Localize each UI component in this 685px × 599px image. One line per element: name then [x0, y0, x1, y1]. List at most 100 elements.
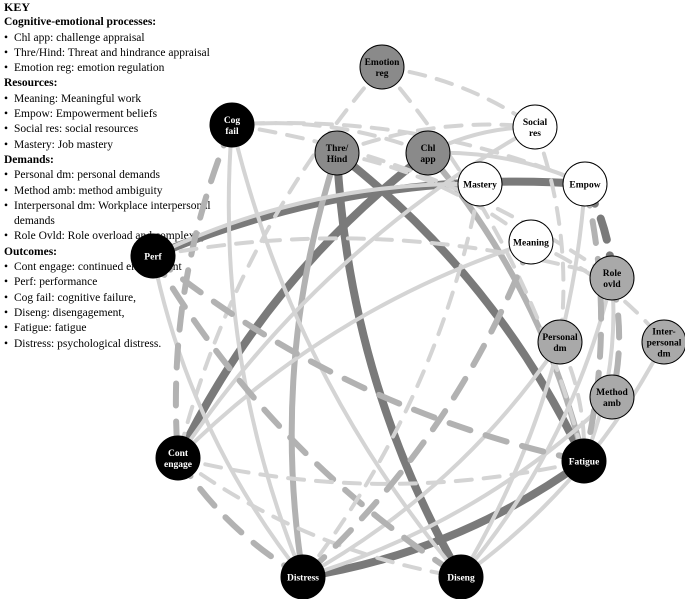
edge-cog-fail-cont-engage — [172, 122, 235, 461]
edge-distress-method-amb — [301, 395, 614, 579]
node-label: fail — [225, 127, 239, 137]
key-section-list: Chl app: challenge appraisalThre/Hind: T… — [4, 31, 254, 77]
edge-thre-hind-meaning — [335, 151, 533, 244]
key-section-heading: Cognitive-emotional processes: — [4, 16, 157, 29]
edge-empow-fatigue — [581, 181, 605, 464]
node-label: app — [420, 155, 435, 165]
edges-layer — [149, 65, 666, 581]
node-thre-hind: Thre/Hind — [314, 130, 360, 176]
node-label: Inter- — [652, 328, 675, 338]
node-label: dm — [657, 350, 670, 360]
key-item: Chl app: challenge appraisal — [4, 31, 254, 47]
edge-empow-diseng — [459, 182, 587, 579]
key-item: Interpersonal dm: Workplace interpersona… — [4, 199, 254, 230]
edge-emotion-reg-cont-engage — [176, 65, 384, 460]
node-label: Distress — [287, 574, 319, 584]
key-item: Personal dm: personal demands — [4, 168, 254, 184]
node-circle — [405, 130, 451, 176]
node-circle — [589, 374, 635, 420]
node-label: Meaning — [513, 239, 549, 249]
edge-perf-empow — [149, 177, 589, 260]
node-label: Diseng — [447, 574, 475, 584]
node-circle — [561, 438, 607, 484]
node-circle — [155, 435, 201, 481]
key-section-list: Cont engage: continued engagementPerf: p… — [4, 260, 254, 352]
edge-thre-hind-diseng — [333, 149, 465, 581]
key-item: Emotion reg: emotion regulation — [4, 61, 254, 77]
key-item: Thre/Hind: Threat and hindrance appraisa… — [4, 46, 254, 62]
node-perf: Perf — [130, 233, 176, 279]
key-title: KEY — [4, 0, 31, 14]
node-label: Method — [596, 388, 628, 398]
edge-thre-hind-social-res — [335, 122, 537, 155]
edge-chl-app-cog-fail — [230, 121, 430, 155]
node-diseng: Diseng — [438, 554, 484, 599]
edge-cog-fail-empow — [230, 121, 587, 186]
node-circle — [130, 233, 176, 279]
edge-cont-engage-fatigue — [176, 456, 586, 486]
node-empow: Empow — [562, 161, 608, 207]
key-legend: KEY Cognitive-emotional processes: Chl app… — [4, 0, 254, 352]
key-item: Method amb: method ambiguity — [4, 184, 254, 200]
edge-cont-engage-distress — [175, 455, 306, 580]
edge-social-res-personal-dm — [533, 125, 566, 344]
node-label: Personal — [542, 333, 578, 343]
edge-perf-diseng — [150, 253, 464, 580]
node-label: engage — [164, 460, 192, 470]
node-label: res — [529, 129, 541, 139]
node-circle — [457, 161, 503, 207]
key-section-heading: Demands: — [4, 153, 54, 166]
node-label: Role — [603, 269, 621, 279]
node-label: Cog — [224, 116, 241, 126]
key-item: Mastery: Job mastery — [4, 138, 254, 154]
node-label: Social — [523, 118, 548, 128]
node-label: Perf — [144, 253, 162, 263]
edge-distress-fatigue — [299, 457, 588, 581]
key-section-heading: Outcomes: — [4, 245, 58, 258]
nodes-layer: EmotionregCogfailThre/HindChlappSocialre… — [130, 44, 685, 599]
edge-cont-engage-meaning — [176, 240, 533, 460]
edge-meaning-distress — [300, 239, 534, 580]
node-label: Cont — [168, 449, 189, 459]
key-item: Diseng: disengagement, — [4, 306, 254, 322]
edge-perf-role-ovld — [151, 236, 614, 280]
key-item: Distress: psychological distress. — [4, 337, 254, 353]
node-label: Empow — [569, 181, 600, 191]
key-item: Meaning: Meaningful work — [4, 92, 254, 108]
node-circle — [314, 130, 360, 176]
key-section-list: Meaning: Meaningful workEmpow: Empowerme… — [4, 92, 254, 153]
edge-distress-personal-dm — [301, 340, 562, 579]
node-label: Thre/ — [326, 144, 349, 154]
node-label: reg — [375, 69, 388, 79]
edge-cog-fail-distress — [226, 123, 305, 579]
node-mastery: Mastery — [457, 161, 503, 207]
node-label: Chl — [421, 144, 436, 154]
key-item: Cog fail: cognitive failure, — [4, 291, 254, 307]
node-label: Mastery — [463, 181, 497, 191]
edge-perf-distress — [151, 254, 305, 579]
node-meaning: Meaning — [508, 219, 554, 265]
node-circle — [508, 219, 554, 265]
key-item: Perf: performance — [4, 275, 254, 291]
edge-mastery-distress — [301, 182, 482, 579]
node-circle — [537, 319, 583, 365]
node-circle — [209, 102, 255, 148]
node-label: Hind — [327, 155, 348, 165]
node-circle — [512, 104, 558, 150]
node-fatigue: Fatigue — [561, 438, 607, 484]
node-label: dm — [553, 344, 566, 354]
edge-thre-hind-distress — [288, 150, 340, 580]
node-label: amb — [603, 399, 621, 409]
edge-fatigue-role-ovld — [582, 276, 616, 463]
key-item: Social res: social resources — [4, 122, 254, 138]
node-circle — [359, 44, 405, 90]
node-distress: Distress — [280, 554, 326, 599]
